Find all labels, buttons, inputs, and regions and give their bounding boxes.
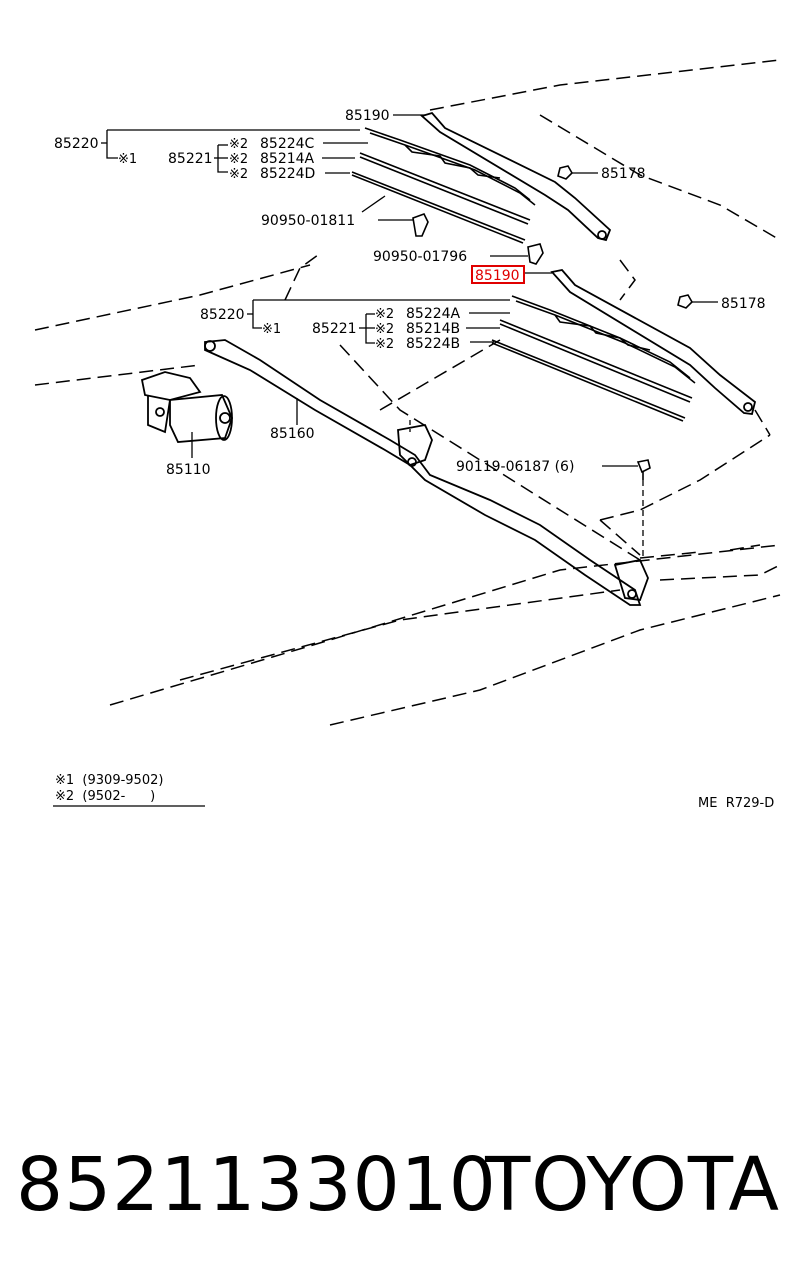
label-85160: 85160 [270, 426, 315, 442]
clip-upper-icon [412, 213, 429, 237]
wiper-arm-upper [420, 111, 612, 242]
legend-line-1: ※1 (9309-9502) [55, 773, 163, 788]
wiper-arm-lower [550, 269, 757, 415]
label-85178-lower: 85178 [721, 296, 766, 312]
wiper-motor [140, 371, 233, 443]
mark-2-upper-a: ※2 [229, 152, 248, 167]
body-outline [34, 59, 781, 726]
label-90950-01796: 90950-01796 [373, 249, 467, 265]
label-85214b: 85214B [406, 321, 460, 337]
mark-2-upper-c: ※2 [229, 137, 248, 152]
label-85224a: 85224A [406, 306, 461, 322]
mark-2-lower-b2: ※2 [375, 337, 394, 352]
nut-upper-icon [557, 165, 573, 180]
wiper-parts-diagram: 85190 85220 ※1 85221 ※2 ※2 ※2 85224C 852… [34, 59, 781, 811]
footer: 8521133010 TOYOTA [0, 1140, 800, 1240]
label-85220-upper: 85220 [54, 136, 99, 152]
label-85110: 85110 [166, 462, 211, 478]
mark-1-lower: ※1 [262, 322, 281, 337]
part-number: 8521133010 [16, 1142, 497, 1228]
mark-2-lower-a: ※2 [375, 307, 394, 322]
label-85190-upper: 85190 [345, 108, 390, 124]
wiper-blade-upper [351, 127, 536, 244]
label-85224b: 85224B [406, 336, 460, 352]
label-90119-06187: 90119-06187 (6) [456, 459, 574, 475]
wiper-blade-lower [491, 295, 696, 422]
label-85178-upper: 85178 [601, 166, 646, 182]
legend-line-2: ※2 (9502- ) [55, 789, 155, 804]
bolt-icon [636, 459, 651, 480]
mark-2-upper-d: ※2 [229, 167, 248, 182]
clip-lower-icon [527, 243, 544, 265]
label-85214a: 85214A [260, 151, 315, 167]
label-85221-lower: 85221 [312, 321, 357, 337]
label-85221-upper: 85221 [168, 151, 213, 167]
label-85190-highlight: 85190 [475, 268, 520, 284]
label-85224d: 85224D [260, 166, 315, 182]
brand-name: TOYOTA [485, 1142, 780, 1228]
mark-2-lower-b: ※2 [375, 322, 394, 337]
mark-1-upper: ※1 [118, 152, 137, 167]
label-85224c: 85224C [260, 136, 315, 152]
leader-lines [101, 114, 718, 560]
highlight-box [471, 265, 525, 284]
reference-code: ME R729-D [698, 796, 774, 811]
wiper-link [204, 339, 649, 606]
label-90950-01811: 90950-01811 [261, 213, 355, 229]
nut-lower-icon [677, 294, 693, 309]
label-85220-lower: 85220 [200, 307, 245, 323]
